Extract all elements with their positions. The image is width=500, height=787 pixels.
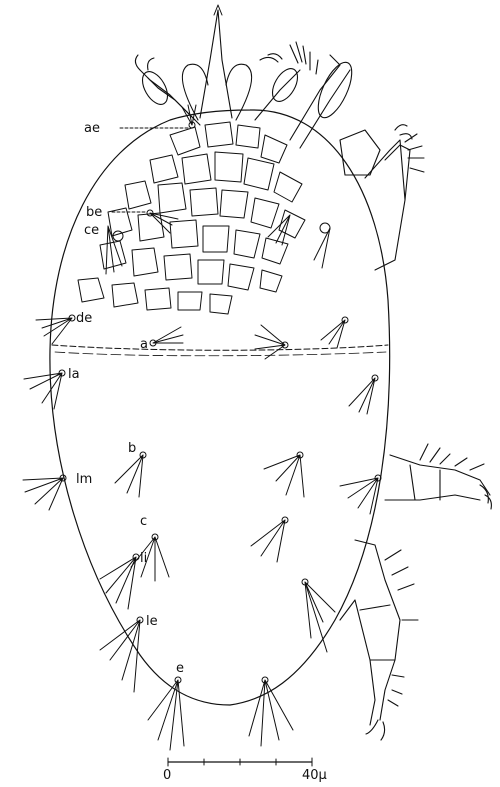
scale-end: 40μ (302, 768, 327, 783)
label-a: a (140, 337, 148, 352)
label-e: e (176, 661, 184, 676)
dorsal-shield-reticulation (78, 122, 305, 314)
body (50, 5, 390, 705)
label-li: li (140, 551, 147, 566)
label-ce: ce (84, 223, 99, 238)
scale-bar: 0 40μ (163, 758, 327, 783)
labels: ae be ce de a la b lm c li le e (68, 121, 184, 676)
label-la: la (68, 367, 80, 382)
label-de: de (76, 311, 92, 326)
label-lm: lm (76, 472, 92, 487)
label-c: c (140, 514, 147, 529)
legs (135, 42, 491, 740)
label-be: be (86, 205, 102, 220)
setae (23, 105, 381, 750)
label-b: b (128, 441, 136, 456)
scale-start: 0 (163, 768, 171, 783)
body-outline (50, 110, 390, 705)
label-le: le (146, 614, 158, 629)
label-ae: ae (84, 121, 100, 136)
